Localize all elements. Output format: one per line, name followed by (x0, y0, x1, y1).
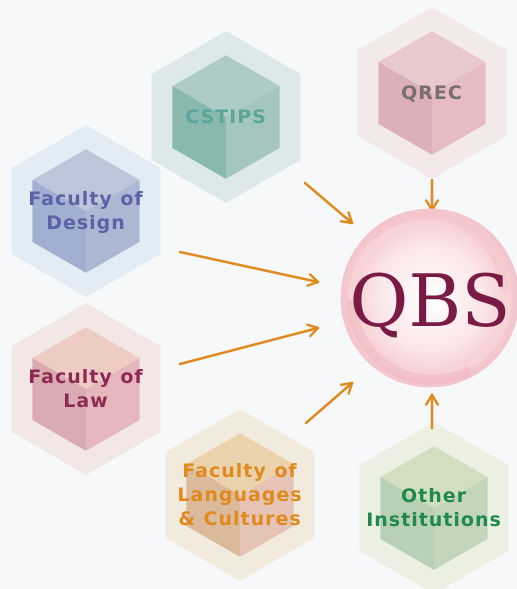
hex-node-qrec (357, 7, 507, 179)
label-line: CSTIPS (185, 106, 267, 128)
label-line: Law (63, 390, 109, 412)
arrow-1 (303, 181, 354, 225)
label-line: QREC (401, 82, 463, 104)
arrow-2 (425, 178, 439, 212)
label-line: Institutions (366, 509, 502, 531)
label-line: Faculty of (28, 366, 144, 388)
arrow-4 (178, 323, 320, 366)
label-line: Design (46, 212, 126, 234)
hex-node-design (11, 125, 161, 297)
qbs-center-logo: QBS (340, 208, 517, 388)
label-cstips: CSTIPS (126, 105, 326, 129)
arrow-5 (304, 381, 354, 425)
qbs-label: QBS (349, 259, 510, 343)
label-qrec: QREC (332, 81, 517, 105)
label-line: Faculty of (182, 460, 298, 482)
label-line: & Cultures (178, 508, 302, 530)
arrow-3 (178, 250, 320, 287)
label-line: Faculty of (28, 188, 144, 210)
label-line: Other (400, 485, 468, 507)
hex-node-law (11, 303, 161, 475)
label-line: Languages (177, 484, 303, 506)
hex-node-cstips (151, 31, 301, 203)
hex-node-other (359, 422, 509, 589)
hex-node-languages (165, 409, 315, 581)
arrow-6 (425, 393, 439, 430)
